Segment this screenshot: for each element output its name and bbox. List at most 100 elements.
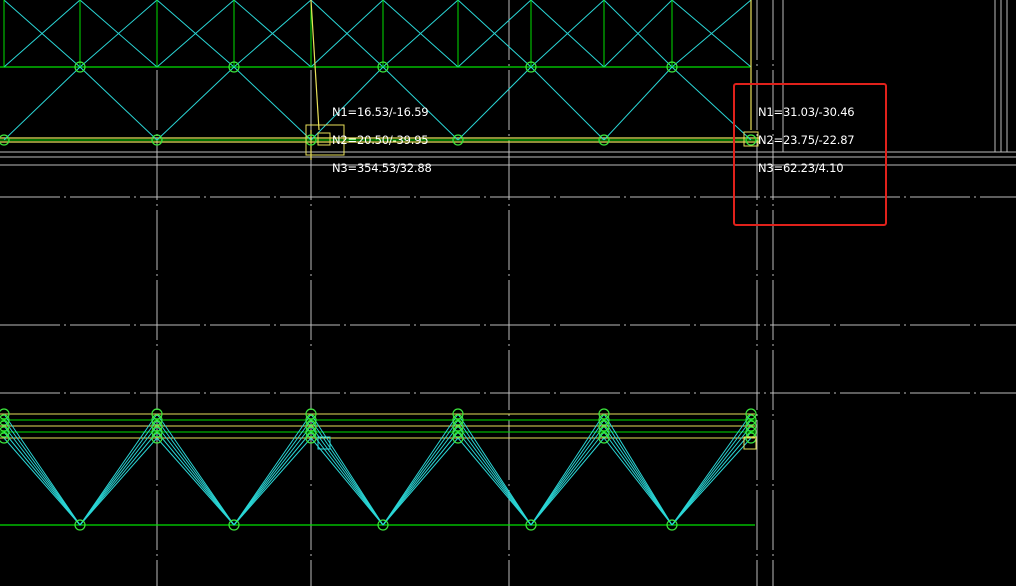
truss-node <box>598 408 610 420</box>
lower-diagonal <box>671 419 752 526</box>
truss-node <box>377 61 389 73</box>
truss-node <box>452 420 464 432</box>
lower-diagonal <box>382 419 459 526</box>
truss-node <box>452 134 464 146</box>
lower-diagonal <box>79 437 158 526</box>
upper-diagonal <box>603 66 673 141</box>
left-node-n3-label: N3=354.53/32.88 <box>332 161 432 175</box>
lower-truss <box>0 413 755 526</box>
truss-node <box>151 414 163 426</box>
node-marker <box>317 436 331 450</box>
right-node-n3-label: N3=62.23/4.10 <box>758 161 844 175</box>
lower-diagonal <box>3 419 81 526</box>
truss-node <box>525 61 537 73</box>
highlight-box <box>733 83 887 226</box>
truss-node <box>305 432 317 444</box>
lower-diagonal <box>156 437 235 526</box>
truss-node <box>0 408 10 420</box>
lower-diagonal <box>603 413 673 526</box>
truss-node <box>598 432 610 444</box>
right-node-n1-label: N1=31.03/-30.46 <box>758 105 855 119</box>
lower-diagonal <box>79 413 158 526</box>
truss-node <box>0 426 10 438</box>
upper-diagonal <box>671 66 752 141</box>
truss-node <box>305 426 317 438</box>
upper-brace <box>79 0 158 68</box>
truss-node <box>598 426 610 438</box>
node-marker <box>317 132 331 146</box>
lower-diagonal <box>382 413 459 526</box>
truss-node <box>452 426 464 438</box>
lower-diagonal <box>156 425 235 526</box>
upper-brace <box>603 0 673 68</box>
truss-node <box>745 408 757 420</box>
truss-node <box>598 134 610 146</box>
truss-node <box>666 519 678 531</box>
upper-diagonal <box>382 66 459 141</box>
upper-brace <box>671 0 752 68</box>
lower-diagonal <box>457 425 532 526</box>
inclined-member <box>310 0 320 131</box>
truss-node <box>0 432 10 444</box>
lower-diagonal <box>530 419 605 526</box>
lower-diagonal <box>530 425 605 526</box>
lower-diagonal <box>382 425 459 526</box>
truss-node <box>151 420 163 432</box>
upper-diagonal <box>3 66 81 141</box>
truss-node <box>0 134 10 146</box>
truss-node <box>74 519 86 531</box>
truss-node <box>745 420 757 432</box>
node-marker <box>743 436 757 450</box>
node-marker <box>743 131 759 147</box>
right-node-n2-label: N2=23.75/-22.87 <box>758 133 855 147</box>
lower-diagonal <box>457 431 532 526</box>
upper-brace <box>382 0 459 68</box>
lower-diagonal <box>671 425 752 526</box>
lower-diagonal <box>603 419 673 526</box>
upper-brace <box>233 0 312 68</box>
lower-diagonal <box>3 425 81 526</box>
lower-diagonal <box>603 437 673 526</box>
left-node-n2-label: N2=20.50/-39.95 <box>332 133 429 147</box>
lower-diagonal <box>310 431 384 526</box>
lower-diagonal <box>233 437 312 526</box>
lower-diagonal <box>671 413 752 526</box>
truss-node <box>305 408 317 420</box>
lower-diagonal <box>671 437 752 526</box>
lower-diagonal <box>233 425 312 526</box>
upper-truss <box>0 0 760 160</box>
lower-diagonal <box>233 419 312 526</box>
upper-brace <box>3 0 81 68</box>
lower-diagonal <box>530 431 605 526</box>
lower-diagonal <box>79 419 158 526</box>
truss-node <box>598 420 610 432</box>
upper-brace <box>530 0 605 68</box>
upper-diagonal <box>530 66 605 141</box>
node-selection-box <box>305 124 345 156</box>
truss-node <box>305 420 317 432</box>
lower-diagonal <box>457 413 532 526</box>
upper-diagonal <box>79 66 158 141</box>
lower-diagonal <box>310 413 384 526</box>
lower-diagonal <box>156 431 235 526</box>
lower-diagonal <box>233 431 312 526</box>
truss-nodes <box>0 61 759 531</box>
upper-diagonal <box>457 66 532 141</box>
truss-node <box>74 61 86 73</box>
upper-brace <box>310 0 384 68</box>
upper-brace <box>457 0 532 68</box>
truss-node <box>228 61 240 73</box>
lower-diagonal <box>530 413 605 526</box>
lower-diagonal <box>310 437 384 526</box>
truss-node <box>377 519 389 531</box>
lower-diagonal <box>310 419 384 526</box>
lower-diagonal <box>530 437 605 526</box>
upper-diagonal <box>310 66 384 141</box>
lower-diagonal <box>79 431 158 526</box>
lower-diagonal <box>457 419 532 526</box>
truss-node <box>598 414 610 426</box>
lower-diagonal <box>603 425 673 526</box>
truss-node <box>151 432 163 444</box>
